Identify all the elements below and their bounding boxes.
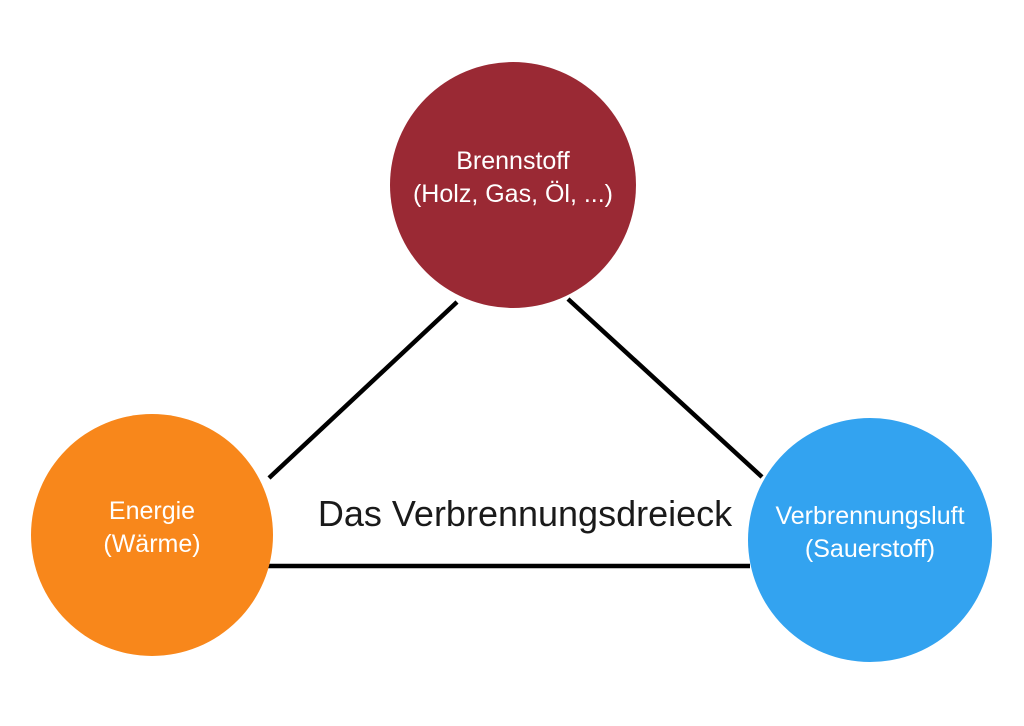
diagram-title: Das Verbrennungsdreieck [317,493,733,534]
node-verbrennungsluft-label: Verbrennungsluft (Sauerstoff) [775,500,964,566]
node-brennstoff-label: Brennstoff (Holz, Gas, Öl, ...) [413,145,613,211]
node-energie: Energie (Wärme) [31,414,273,656]
edge-energie-brennstoff [267,300,459,480]
node-verbrennungsluft: Verbrennungsluft (Sauerstoff) [748,418,992,662]
node-verbrennungsluft-line2: (Sauerstoff) [804,535,936,563]
node-brennstoff: Brennstoff (Holz, Gas, Öl, ...) [390,62,636,308]
node-verbrennungsluft-line1: Verbrennungsluft [775,502,965,530]
node-brennstoff-line2: (Holz, Gas, Öl, ...) [412,180,614,208]
node-energie-line1: Energie [108,497,196,525]
node-brennstoff-line1: Brennstoff [456,147,570,175]
node-energie-label: Energie (Wärme) [103,495,200,561]
node-energie-line2: (Wärme) [103,530,201,558]
edge-brennstoff-verbrennungsluft [566,297,764,479]
